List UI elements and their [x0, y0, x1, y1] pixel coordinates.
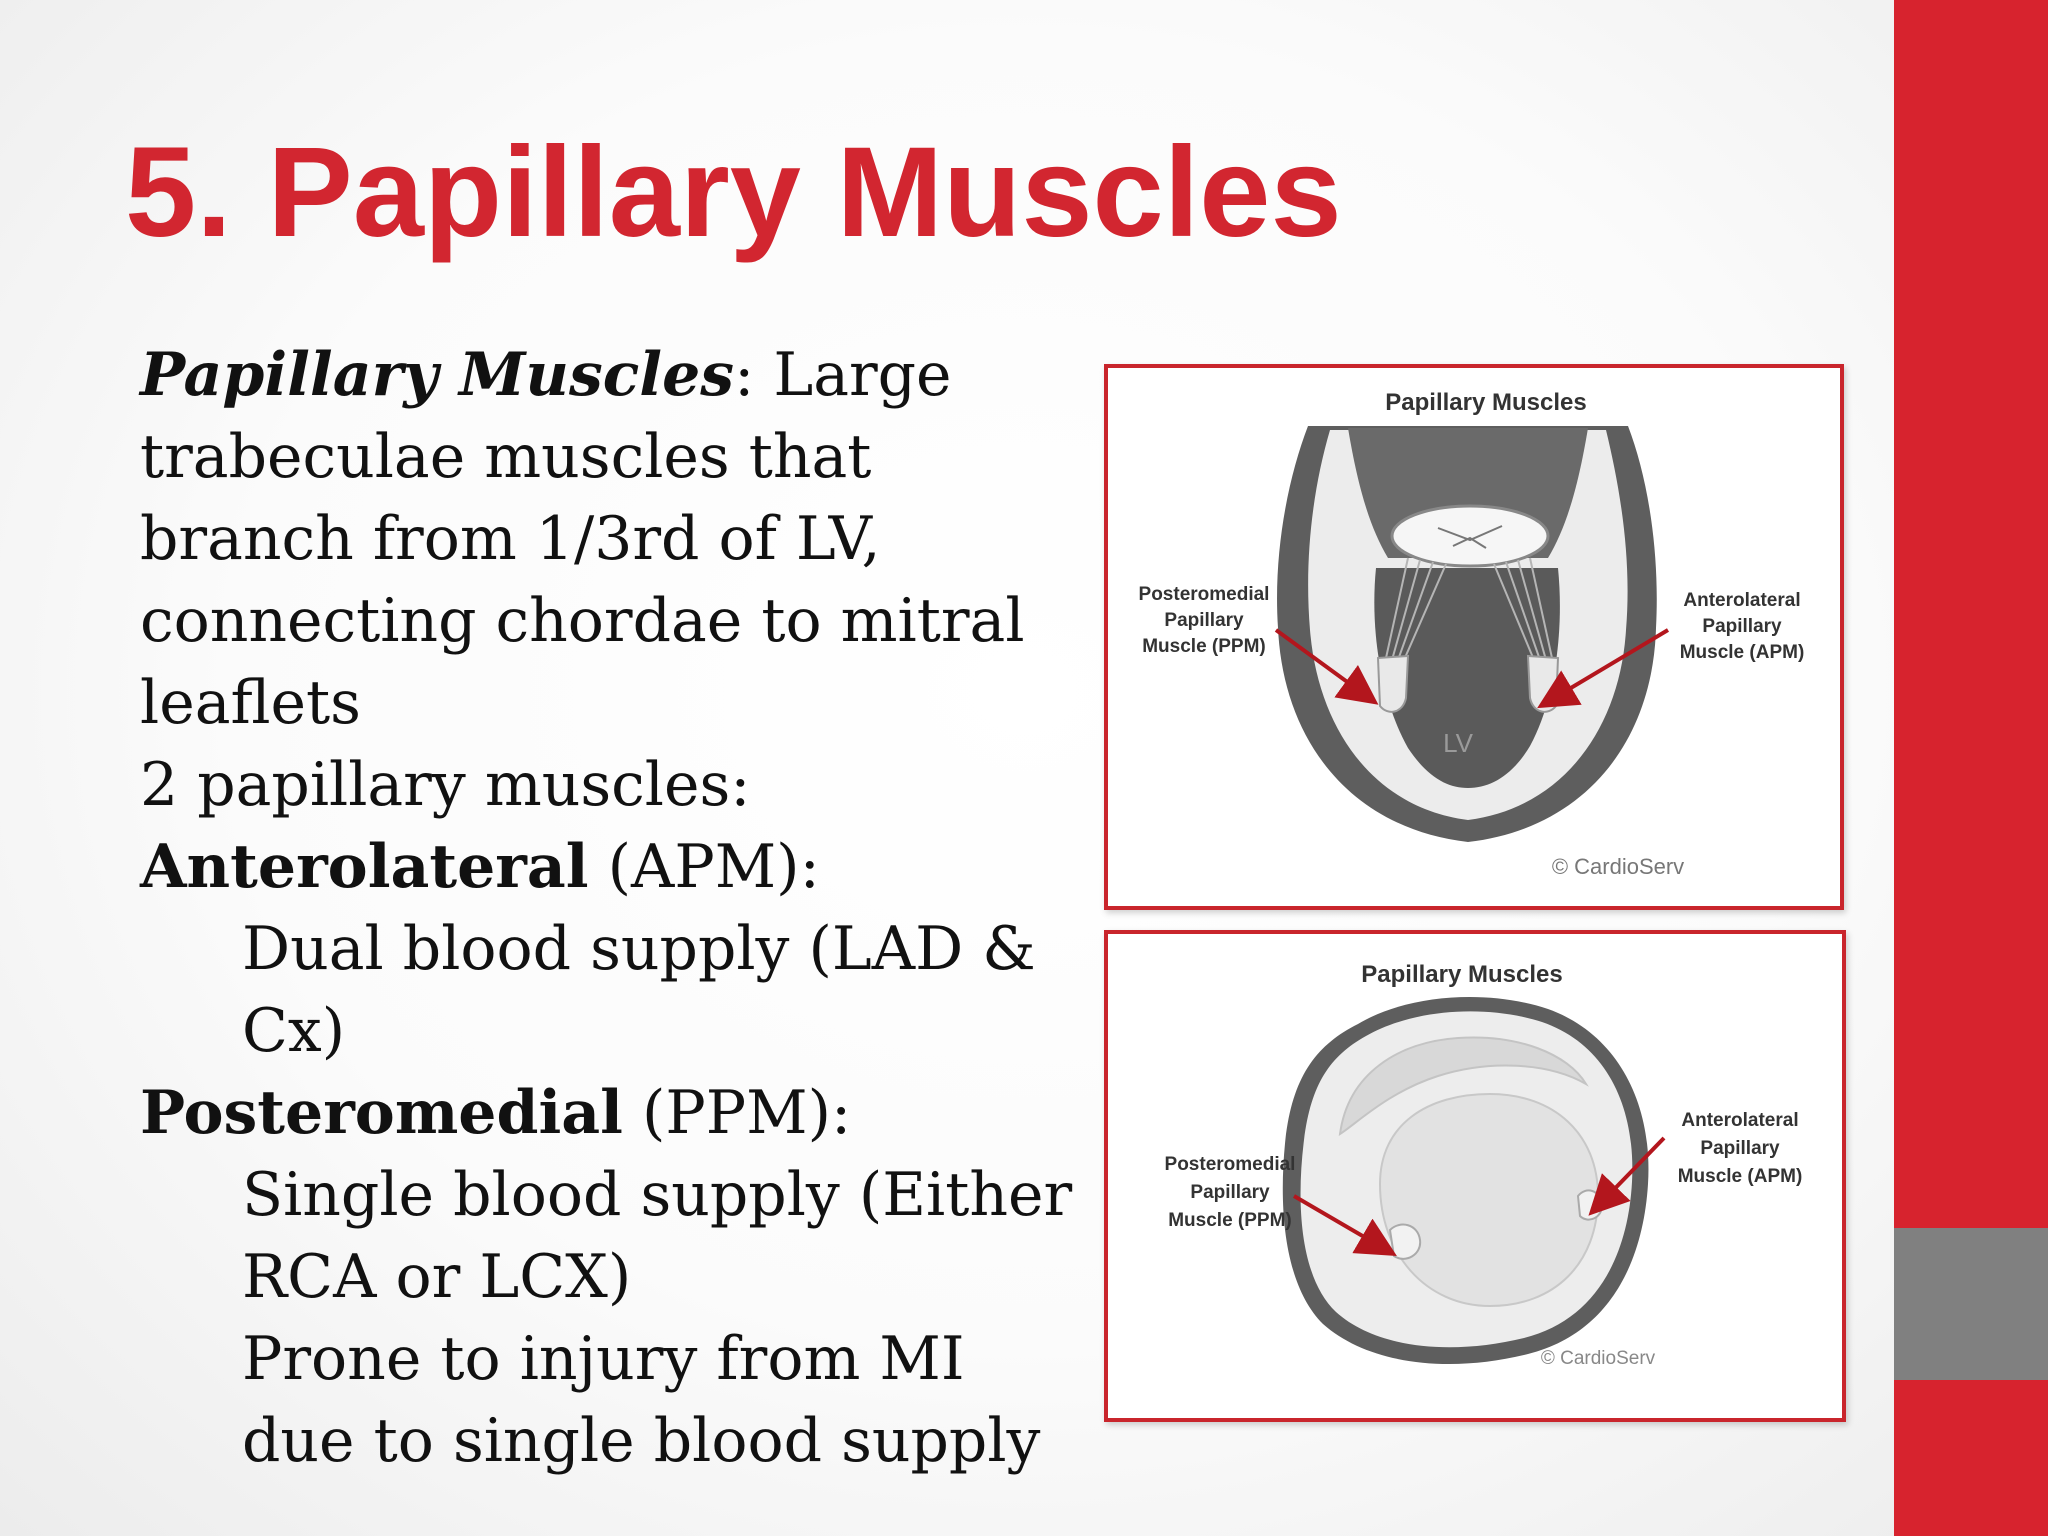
term-posteromedial: Posteromedial [140, 1078, 623, 1148]
body-line: Dual blood supply (LAD & [242, 914, 1036, 984]
papillary-muscle-left [1376, 654, 1410, 713]
lv-lumen [1378, 1092, 1600, 1308]
short-axis-illustration: Papillary Muscles Posteromedial Papillar… [1165, 961, 1803, 1369]
figure1-right-label-1: Anterolateral [1683, 590, 1800, 611]
figure1-left-label-3: Muscle (PPM) [1142, 636, 1266, 657]
body-line: connecting chordae to mitral [140, 586, 1025, 656]
figure2-right-label-1: Anterolateral [1681, 1110, 1798, 1131]
figure1-right-label-3: Muscle (APM) [1680, 642, 1805, 663]
figure1-right-label-2: Papillary [1702, 616, 1782, 637]
term-anterolateral: Anterolateral [140, 832, 589, 902]
figure1-left-label-1: Posteromedial [1139, 584, 1270, 605]
slide-title: 5. Papillary Muscles [125, 121, 1342, 264]
body-line: branch from 1/3rd of LV, [140, 504, 881, 574]
chordae-tendineae [1385, 557, 1553, 661]
figure2-left-label-1: Posteromedial [1165, 1154, 1296, 1175]
body-line: due to single blood supply [242, 1406, 1041, 1476]
papillary-muscle-right [1526, 654, 1560, 713]
body-line: Posteromedial (PPM): [140, 1078, 852, 1148]
arrow-apm-2 [1588, 1136, 1666, 1216]
arrow-ppm-2 [1292, 1194, 1397, 1257]
side-gray-block [1894, 1228, 2048, 1380]
body-line: trabeculae muscles that [140, 422, 872, 492]
figure2-left-label-2: Papillary [1190, 1182, 1270, 1203]
figure-long-axis: Papillary Muscles Posteromedial Papillar… [1104, 364, 1844, 910]
body-line: Prone to injury from MI [242, 1324, 965, 1394]
figure2-right-label-2: Papillary [1700, 1138, 1780, 1159]
body-line: RCA or LCX) [242, 1242, 632, 1312]
body-line: Single blood supply (Either [242, 1160, 1073, 1230]
figure2-right-label-3: Muscle (APM) [1678, 1166, 1803, 1187]
body-line: Papillary Muscles: Large [140, 340, 952, 410]
figure1-credit: © CardioServ [1552, 854, 1684, 879]
figure-short-axis: Papillary Muscles Posteromedial Papillar… [1104, 930, 1846, 1422]
figure1-title: Papillary Muscles [1385, 389, 1586, 416]
short-axis-papillary-left [1388, 1223, 1422, 1260]
body-line: Cx) [242, 996, 346, 1066]
figure2-title: Papillary Muscles [1361, 961, 1562, 988]
lv-label: LV [1443, 728, 1474, 758]
body-line: leaflets [140, 668, 361, 738]
rv-crescent [1338, 1036, 1587, 1136]
slide-body: Papillary Muscles: Large trabeculae musc… [140, 334, 1090, 1482]
long-axis-illustration: Papillary Muscles Posteromedial Papillar… [1139, 389, 1805, 879]
body-line: 2 papillary muscles: [140, 750, 751, 820]
figure1-left-label-2: Papillary [1164, 610, 1244, 631]
mitral-valve [1390, 504, 1550, 568]
body-line: Anterolateral (APM): [140, 832, 820, 902]
figure2-credit: © CardioServ [1541, 1348, 1656, 1369]
arrow-apm [1537, 628, 1670, 709]
term-papillary-muscles: Papillary Muscles [140, 340, 735, 410]
figure2-left-label-3: Muscle (PPM) [1168, 1210, 1292, 1231]
arrow-ppm [1274, 628, 1379, 705]
